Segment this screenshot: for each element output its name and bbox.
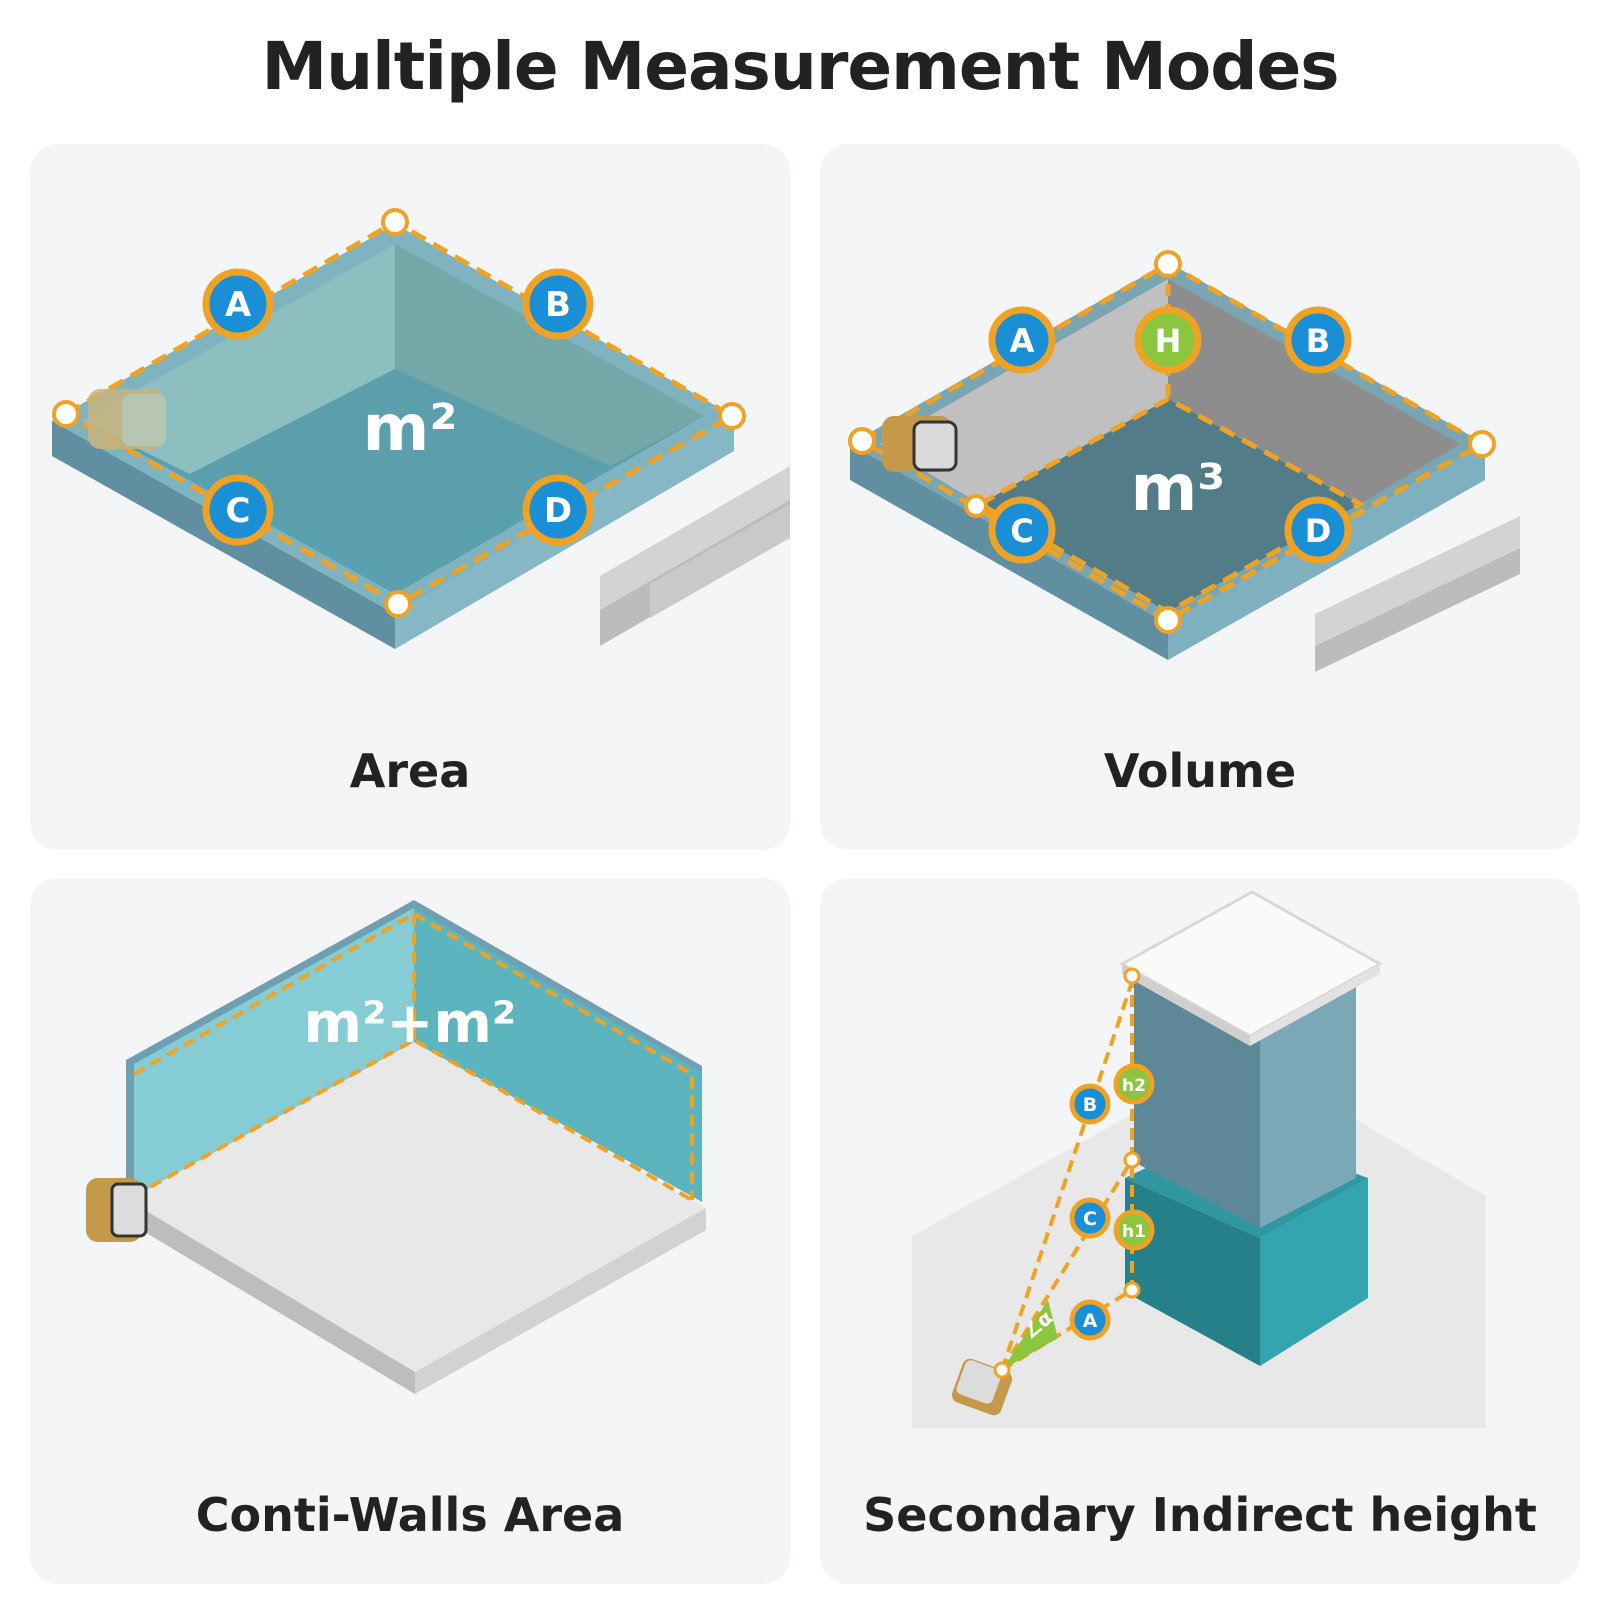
corner-point-icon (381, 208, 409, 236)
angle-wedge-icon (1002, 1300, 1058, 1370)
corner-point-icon (718, 402, 746, 430)
svg-text:D: D (1305, 512, 1332, 550)
corner-point-icon (1123, 1151, 1141, 1169)
svg-text:C: C (1010, 512, 1033, 550)
svg-text:h1: h1 (1122, 1222, 1146, 1242)
corner-point-icon (1154, 250, 1182, 278)
svg-text:C: C (1083, 1208, 1097, 1230)
marker-a: A (988, 306, 1056, 374)
marker-d: D (1284, 496, 1352, 564)
corner-point-icon (993, 1361, 1011, 1379)
svg-text:B: B (1306, 322, 1330, 360)
mode-caption: Secondary Indirect height (863, 1488, 1537, 1542)
marker-d: D (522, 474, 594, 546)
corner-point-icon (1154, 606, 1182, 634)
mode-caption: Volume (1103, 744, 1297, 798)
marker-b: B (522, 268, 594, 340)
corner-point-icon (1123, 967, 1141, 985)
indirect-height-mode-card: ∠α B h2 C h1 A Second (820, 878, 1580, 1584)
svg-text:A: A (1010, 322, 1035, 360)
svg-text:B: B (545, 285, 571, 325)
marker-c: C (202, 474, 274, 546)
unit-label: m³ (1131, 452, 1226, 526)
corner-point-icon (848, 427, 876, 455)
marker-a: A (1069, 1299, 1111, 1341)
area-mode-card: m² A B C D Area (30, 144, 790, 850)
svg-text:A: A (1083, 1310, 1098, 1332)
marker-c: C (1069, 1197, 1111, 1239)
rail-icon (600, 466, 790, 646)
marker-h: H (1134, 306, 1202, 374)
laser-meter-icon (882, 416, 958, 472)
svg-text:D: D (544, 491, 572, 531)
rail-icon (1315, 516, 1520, 672)
svg-text:C: C (226, 491, 251, 531)
conti-walls-mode-card: m²+m² Conti-Walls Area (30, 878, 790, 1584)
svg-text:h2: h2 (1122, 1076, 1146, 1096)
unit-label: m² (363, 392, 458, 466)
corner-point-icon (1123, 1281, 1141, 1299)
unit-label: m²+m² (304, 991, 517, 1056)
volume-mode-card: m³ A H B C D Volume (820, 144, 1580, 850)
corner-point-icon (384, 590, 412, 618)
corner-point-icon (964, 494, 988, 518)
conti-walls-illustration: m²+m² (86, 900, 706, 1394)
marker-b: B (1069, 1083, 1111, 1125)
svg-text:A: A (225, 285, 252, 325)
marker-h2: h2 (1113, 1063, 1155, 1105)
corner-point-icon (52, 400, 80, 428)
laser-meter-icon (86, 1178, 148, 1242)
svg-text:B: B (1083, 1094, 1097, 1116)
marker-h1: h1 (1113, 1209, 1155, 1251)
corner-point-icon (1468, 430, 1496, 458)
page-title: Multiple Measurement Modes (261, 28, 1340, 105)
marker-c: C (988, 496, 1056, 564)
svg-text:H: H (1155, 322, 1182, 360)
marker-a: A (202, 268, 274, 340)
mode-caption: Conti-Walls Area (195, 1488, 625, 1542)
indirect-height-illustration: ∠α B h2 C h1 A (912, 890, 1486, 1428)
marker-b: B (1284, 306, 1352, 374)
laser-meter-icon (88, 389, 166, 449)
area-illustration: m² A B C D (52, 208, 790, 649)
mode-caption: Area (349, 744, 471, 798)
volume-illustration: m³ A H B C D (848, 250, 1520, 672)
